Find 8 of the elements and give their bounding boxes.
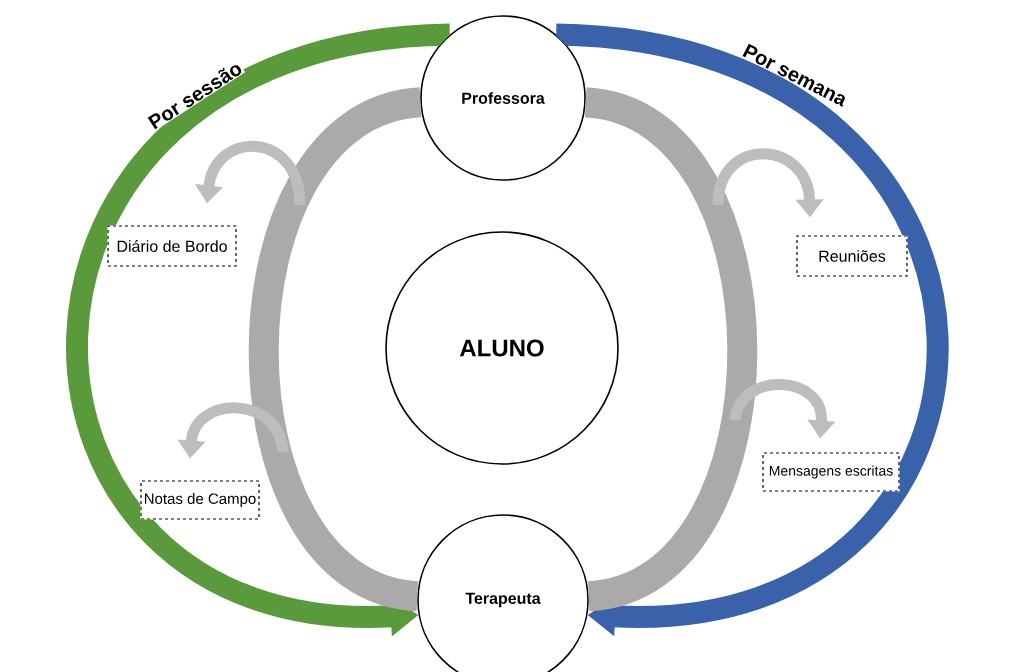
- circle-node: ALUNO: [385, 231, 619, 465]
- dashed-box: Diário de Bordo: [107, 225, 237, 267]
- ring-arc: [582, 87, 758, 611]
- dashed-box: Notas de Campo: [140, 480, 260, 520]
- circle-node: Professora: [420, 15, 586, 181]
- ring-arc: [248, 87, 424, 611]
- dashed-box: Mensagens escritas: [762, 452, 900, 492]
- dashed-box: Reuniões: [796, 235, 908, 277]
